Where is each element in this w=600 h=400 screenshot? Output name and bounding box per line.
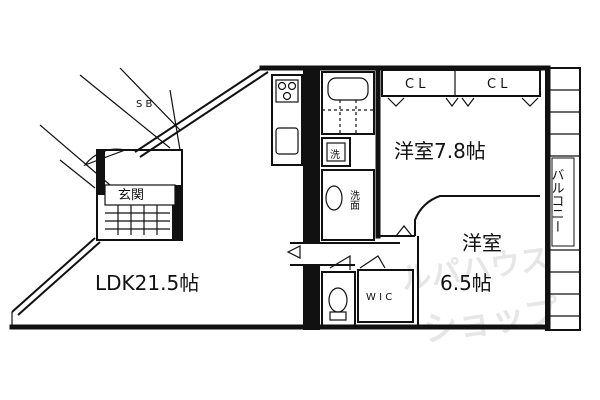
- stove-icon: [275, 79, 299, 103]
- closet-1-label: C L: [405, 77, 426, 92]
- watermark-line2: ショップ: [421, 292, 561, 351]
- toilet-icon: [328, 287, 348, 313]
- sb-area: S B: [39, 67, 181, 189]
- sink-icon: [275, 127, 299, 155]
- ldk-label: LDK21.5帖: [95, 271, 199, 295]
- watermark: ルパハウス ショップ: [399, 242, 561, 351]
- washbasin-icon: [325, 185, 343, 211]
- wet-area: 洗 洗面: [321, 71, 375, 328]
- wash-label: 洗: [330, 149, 340, 161]
- sb-label: S B: [136, 99, 153, 110]
- western-room-1-label: 洋室7.8帖: [394, 139, 486, 163]
- closet-2-label: C L: [487, 77, 508, 92]
- western-room-1: 洋室7.8帖 C L C L: [375, 65, 541, 239]
- hall-doors: [286, 242, 400, 270]
- washroom-label: 洗面: [348, 190, 360, 211]
- door-swing-icon: [83, 148, 128, 167]
- wic-label: W I C: [366, 292, 392, 303]
- balcony-label: バルコニー: [549, 168, 565, 233]
- entrance: 玄関: [83, 148, 183, 241]
- bathtub-icon: [327, 77, 369, 101]
- washer-icon: [326, 142, 346, 162]
- western-room-2: 洋室 6.5帖: [395, 225, 502, 327]
- central-wall: [303, 68, 320, 243]
- western-room-2-name: 洋室: [462, 231, 502, 255]
- western-room-2-size: 6.5帖: [440, 271, 492, 295]
- kitchen-counter: [271, 74, 303, 166]
- entrance-label: 玄関: [118, 188, 144, 203]
- wic: W I C: [357, 269, 414, 323]
- balcony: バルコニー: [545, 67, 581, 331]
